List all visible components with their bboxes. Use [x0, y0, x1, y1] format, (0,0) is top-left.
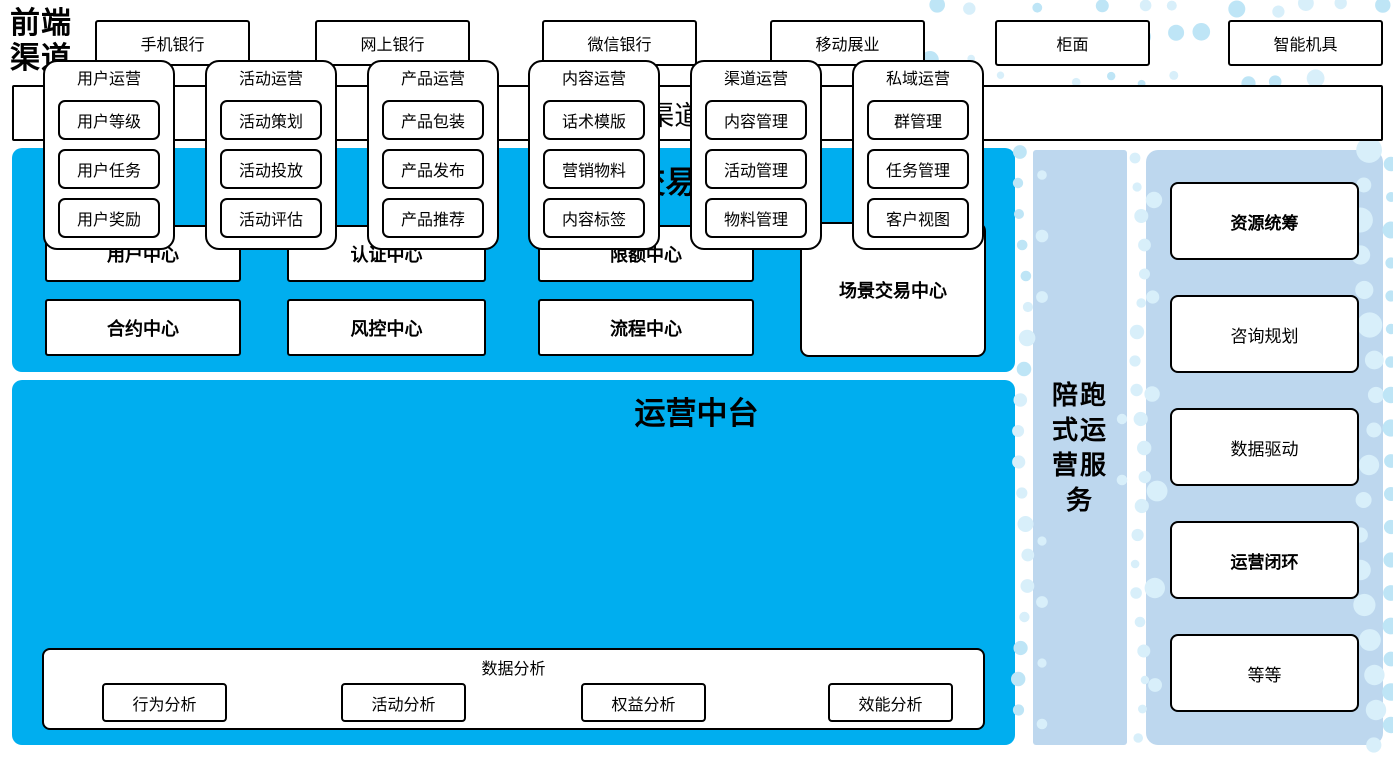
ops-column-private-domain-operations: 私域运营 群管理 任务管理 客户视图 — [852, 60, 984, 250]
data-analysis-title: 数据分析 — [481, 661, 546, 678]
ops-item: 活动投放 — [220, 149, 322, 189]
analysis-item-behavior: 行为分析 — [102, 683, 227, 722]
ops-item: 用户等级 — [58, 100, 160, 140]
service-box-resource-coordination: 资源统筹 — [1170, 182, 1359, 260]
center-box-process: 流程中心 — [538, 299, 754, 356]
channel-box-mobile-banking: 手机银行 — [95, 20, 250, 66]
service-box-etc: 等等 — [1170, 634, 1359, 712]
service-box-operations-loop: 运营闭环 — [1170, 521, 1359, 599]
service-box-consulting-planning: 咨询规划 — [1170, 295, 1359, 373]
ops-item: 活动管理 — [705, 149, 807, 189]
ops-item: 活动评估 — [220, 198, 322, 238]
ops-item: 物料管理 — [705, 198, 807, 238]
channel-box-counter: 柜面 — [995, 20, 1150, 66]
ops-column-title: 用户运营 — [76, 71, 141, 88]
ops-column-channel-operations: 渠道运营 内容管理 活动管理 物料管理 — [690, 60, 822, 250]
ops-column-user-operations: 用户运营 用户等级 用户任务 用户奖励 — [43, 60, 175, 250]
ops-item: 话术模版 — [543, 100, 645, 140]
channel-box-smart-devices: 智能机具 — [1228, 20, 1383, 66]
ops-column-title: 产品运营 — [400, 71, 465, 88]
analysis-item-activity: 活动分析 — [341, 683, 466, 722]
ops-column-title: 私域运营 — [885, 71, 950, 88]
center-box-risk: 风控中心 — [287, 299, 486, 356]
center-box-contract: 合约中心 — [45, 299, 241, 356]
ops-item: 营销物料 — [543, 149, 645, 189]
ops-column-title: 渠道运营 — [723, 71, 788, 88]
ops-item: 客户视图 — [867, 198, 969, 238]
ops-column-activity-operations: 活动运营 活动策划 活动投放 活动评估 — [205, 60, 337, 250]
operations-platform-title: 运营中台 — [634, 396, 759, 431]
ops-item: 产品推荐 — [382, 198, 484, 238]
analysis-item-rights: 权益分析 — [581, 683, 706, 722]
service-box-data-driven: 数据驱动 — [1170, 408, 1359, 486]
accompany-service-bar — [1033, 150, 1127, 745]
ops-column-title: 活动运营 — [238, 71, 303, 88]
ops-item: 活动策划 — [220, 100, 322, 140]
ops-item: 内容管理 — [705, 100, 807, 140]
accompany-service-label: 陪跑式运营服务 — [1051, 379, 1108, 515]
analysis-item-efficiency: 效能分析 — [828, 683, 953, 722]
channel-box-mobile-marketing: 移动展业 — [770, 20, 925, 66]
ops-item: 用户奖励 — [58, 198, 160, 238]
ops-item: 产品发布 — [382, 149, 484, 189]
ops-column-title: 内容运营 — [561, 71, 626, 88]
ops-column-product-operations: 产品运营 产品包装 产品发布 产品推荐 — [367, 60, 499, 250]
ops-item: 产品包装 — [382, 100, 484, 140]
ops-item: 群管理 — [867, 100, 969, 140]
ops-item: 用户任务 — [58, 149, 160, 189]
ops-item: 任务管理 — [867, 149, 969, 189]
data-analysis-box: 数据分析 行为分析 活动分析 权益分析 效能分析 — [42, 648, 985, 730]
ops-item: 内容标签 — [543, 198, 645, 238]
ops-column-content-operations: 内容运营 话术模版 营销物料 内容标签 — [528, 60, 660, 250]
